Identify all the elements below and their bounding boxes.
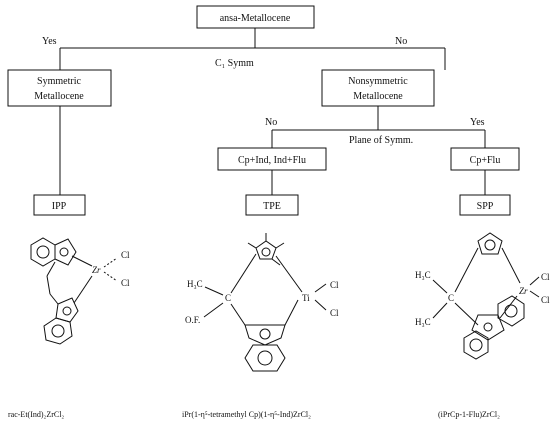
c-flu-bond [454, 302, 479, 326]
structure-iprcp-flu-zrcl2: C H₃C H₃C Zr Cl Cl (iPrCp-1-Flu)ZrCl₂ [415, 232, 550, 419]
s3-metal: Zr [519, 286, 528, 296]
ti-cl-lower-bond [314, 299, 327, 311]
plane-yes-label: Yes [470, 117, 485, 128]
methyl-stub-3 [275, 242, 285, 249]
upper-five-ring [54, 238, 77, 266]
symmetric-label-line2: Metallocene [34, 91, 84, 102]
s2-caption: iPr(1-η⁵-tetramethyl Cp)(1-η⁵-Ind)ZrCl₂ [182, 410, 311, 419]
zr-cl-upper-bond [529, 276, 540, 286]
structure-rac-et-ind-zrcl2: Zr Cl Cl rac-Et(Ind)₂ZrCl₂ [8, 237, 130, 419]
zr-cl-lower-bond [529, 290, 540, 298]
cp-ring-circle [484, 239, 496, 251]
spp-label: SPP [477, 201, 494, 212]
indenyl-benzene-ring [244, 344, 286, 372]
upper-ring-zr-bond [71, 255, 93, 267]
symmetric-label-line1: Symmetric [37, 76, 81, 87]
s2-cl-upper: Cl [330, 280, 339, 290]
s3-methyl-upper: H₃C [415, 270, 431, 280]
s2-methyl: H₃C [187, 279, 203, 289]
zr-cl-upper-bond [103, 257, 118, 268]
lower-benzene-ring [43, 317, 73, 345]
s2-bridge-carbon: C [225, 293, 231, 303]
cp-flu-label: Cp+Flu [470, 155, 501, 166]
ti-cl-upper-bond [314, 283, 327, 293]
c-cp-bond [230, 253, 257, 294]
tpe-label: TPE [263, 201, 281, 212]
methyl-stub-4 [271, 258, 281, 266]
s3-cl-upper: Cl [541, 272, 550, 282]
bridge-upper-bond [46, 261, 56, 277]
bridge-ch2-ch2-bond [46, 275, 51, 295]
s1-metal: Zr [92, 265, 101, 275]
upper-benzene-aromatic-circle [36, 245, 50, 259]
s1-cl-lower: Cl [121, 278, 130, 288]
s2-of: O.F. [185, 315, 200, 325]
s3-bridge-carbon: C [448, 293, 454, 303]
s2-cl-lower: Cl [330, 308, 339, 318]
methyl-lower-bond [432, 302, 448, 319]
upper-five-ring-circle [59, 247, 69, 257]
lower-five-ring [55, 297, 79, 323]
root-label: ansa-Metallocene [220, 13, 291, 24]
bridge-lower-bond [49, 293, 59, 305]
methyl-stub-1 [247, 242, 257, 249]
cp-ind-label: Cp+Ind, Ind+Flu [238, 155, 306, 166]
ipp-box [33, 194, 86, 216]
tetramethyl-cp-ring [255, 240, 277, 260]
s1-caption: rac-Et(Ind)₂ZrCl₂ [8, 410, 64, 419]
lower-ring-zr-bond [73, 275, 93, 304]
upper-benzene-ring [30, 237, 56, 267]
zr-cl-lower-bond [103, 271, 118, 282]
c1-no-label: No [395, 36, 407, 47]
nonsymmetric-label-line2: Metallocene [353, 91, 403, 102]
ti-ind-bond [284, 299, 299, 326]
spp-box [459, 194, 511, 216]
cp-ring [477, 232, 503, 255]
c-ind-bond [230, 303, 246, 326]
methyl-upper-bond [432, 279, 448, 294]
c1-symm-label: C₁ Symm [215, 58, 254, 69]
lower-five-ring-circle [62, 306, 72, 316]
c1-yes-label: Yes [42, 36, 57, 47]
fluorenyl-right-benzene [497, 295, 525, 327]
plane-no-label: No [265, 117, 277, 128]
cp-zr-bond [501, 247, 521, 284]
indenyl-five-ring-circle [259, 328, 271, 340]
s3-methyl-lower: H₃C [415, 317, 431, 327]
fluorenyl-five-ring [471, 314, 505, 341]
fluorenyl-left-benzene-circle [469, 338, 483, 352]
cp-ring-circle [261, 247, 271, 257]
ipp-label: IPP [52, 201, 67, 212]
zr-flu-bond [499, 295, 518, 319]
lower-benzene-aromatic-circle [51, 324, 65, 338]
fluorenyl-right-benzene-circle [504, 304, 518, 318]
fluorenyl-left-benzene [463, 330, 489, 360]
structure-ipr-tetramethylcp-ind: C H₃C O.F. Ti Cl Cl iPr(1-η⁵-tetramethyl… [182, 233, 339, 419]
plane-of-symm-label: Plane of Symm. [349, 135, 413, 146]
c-cp-bond [454, 247, 479, 293]
cp-ti-bond [275, 255, 303, 293]
flowchart: ansa-Metallocene Yes No C₁ Symm Symmetri… [7, 5, 520, 216]
s3-cl-lower: Cl [541, 295, 550, 305]
s2-metal: Ti [302, 293, 310, 303]
tpe-box [245, 194, 299, 216]
s3-caption: (iPrCp-1-Flu)ZrCl₂ [438, 410, 500, 419]
indenyl-benzene-circle [257, 350, 273, 366]
nonsymmetric-label-line1: Nonsymmetric [348, 76, 408, 87]
fluorenyl-five-ring-circle [483, 322, 493, 332]
methyl-c-bond [204, 286, 224, 296]
s1-cl-upper: Cl [121, 250, 130, 260]
indenyl-five-ring [244, 324, 286, 346]
of-c-bond [203, 302, 224, 318]
